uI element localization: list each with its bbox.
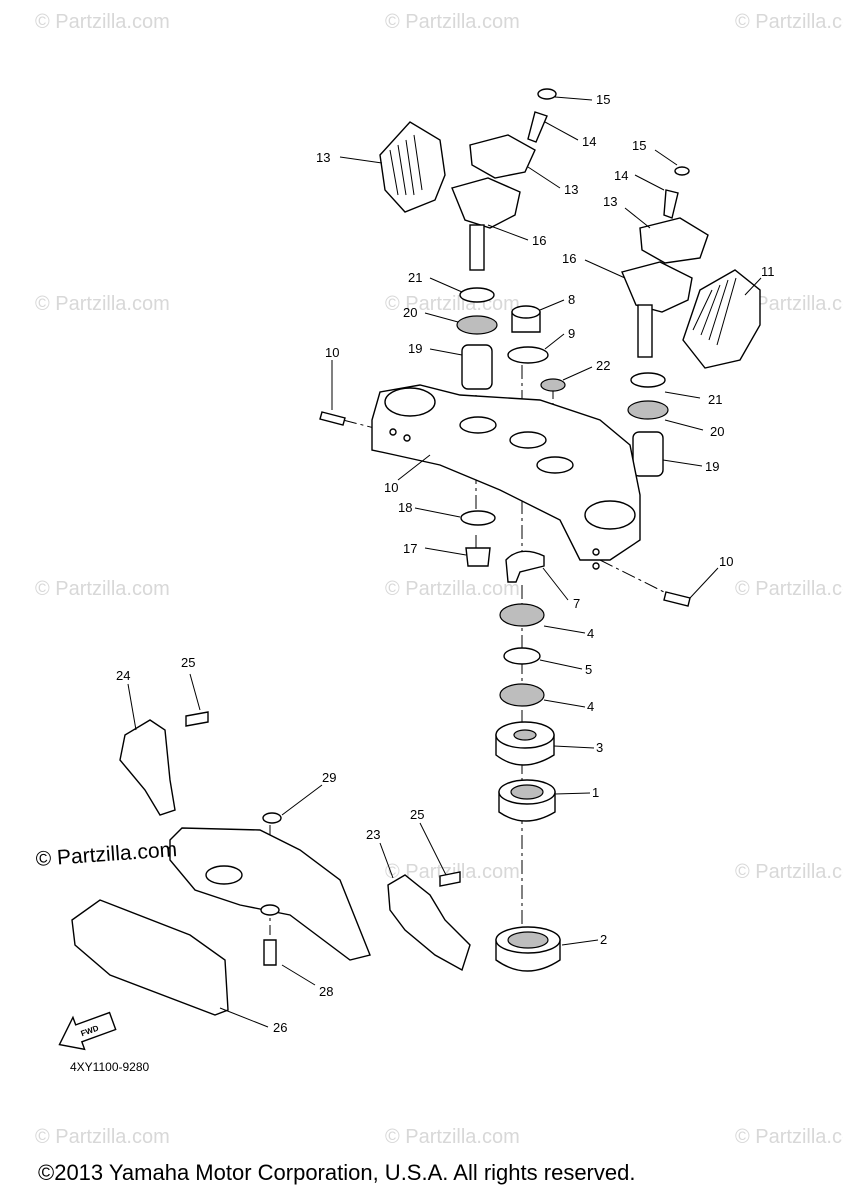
- bracket: [119, 719, 176, 816]
- callout-10: 10: [719, 554, 733, 569]
- bolt: [185, 711, 209, 727]
- callout-14: 14: [614, 168, 628, 183]
- callout-15: 15: [596, 92, 610, 107]
- bolt: [527, 111, 548, 143]
- lock-washer: [505, 550, 545, 583]
- handlebar-upper-holder: [639, 217, 709, 264]
- grommet: [262, 812, 282, 824]
- callout-12: 13: [316, 150, 330, 165]
- handlebar-upper-holder: [469, 134, 536, 179]
- handlebar-lower-holder: [451, 177, 521, 271]
- callout-19: 19: [408, 341, 422, 356]
- watermark: © Partzilla.com: [385, 11, 520, 33]
- forward-arrow: FWD: [58, 1011, 117, 1051]
- watermark: © Partzilla.com: [385, 861, 520, 883]
- callout-1: 1: [592, 785, 599, 800]
- callout-16: 16: [562, 251, 576, 266]
- cap: [537, 88, 557, 100]
- watermark: © Partzilla.com: [385, 1126, 520, 1148]
- watermark: © Partzilla.com: [735, 861, 843, 883]
- watermark: © Partzilla.com: [735, 1126, 843, 1148]
- watermark: © Partzilla.com: [35, 11, 170, 33]
- handlebar-cover-right: [682, 269, 761, 369]
- cap: [674, 166, 690, 176]
- callout-18: 18: [398, 500, 412, 515]
- callout-9: 10: [384, 480, 398, 495]
- washer: [507, 346, 549, 364]
- callout-14: 14: [582, 134, 596, 149]
- bolt: [263, 939, 277, 966]
- callout-24: 24: [116, 668, 130, 683]
- cap: [540, 378, 566, 392]
- pinch-bolt: [319, 411, 346, 426]
- callout-28: 28: [319, 984, 333, 999]
- watermark: © Partzilla.com: [735, 578, 843, 600]
- watermark: © Partzilla.com: [35, 578, 170, 600]
- handlebar-lower-holder: [621, 261, 693, 358]
- callout-22: 22: [596, 358, 610, 373]
- callout-13: 13: [564, 182, 578, 197]
- upper-bracket: [371, 384, 641, 570]
- bushing: [456, 315, 498, 335]
- watermark-layer: © Partzilla.com © Partzilla.com © Partzi…: [35, 11, 843, 1148]
- callout-15: 15: [632, 138, 646, 153]
- callout-4: 4: [587, 699, 594, 714]
- bolt: [439, 871, 461, 887]
- callout-25: 25: [181, 655, 195, 670]
- callout-21: 21: [708, 392, 722, 407]
- washer: [630, 372, 666, 388]
- protector: [71, 899, 229, 1016]
- leader-lines: [127, 96, 762, 1028]
- callout-8: 9: [568, 326, 575, 341]
- watermark: © Partzilla.com: [35, 293, 170, 315]
- damper: [461, 344, 493, 390]
- copyright-notice: ©2013 Yamaha Motor Corporation, U.S.A. A…: [38, 1160, 636, 1185]
- washer: [460, 510, 496, 526]
- watermark: © Partzilla.com: [735, 11, 843, 33]
- callout-4: 4: [587, 626, 594, 641]
- rubber-washer: [503, 647, 541, 665]
- callout-19: 19: [705, 459, 719, 474]
- watermark: © Partzilla.com: [35, 1126, 170, 1148]
- callout-3: 3: [596, 740, 603, 755]
- callout-2: 2: [600, 932, 607, 947]
- damper: [632, 431, 664, 477]
- lower-bearing: [495, 926, 561, 972]
- cover-plate: [169, 827, 371, 961]
- diagram-code: 4XY1100-9280: [70, 1060, 150, 1074]
- bearing-cover: [495, 721, 555, 766]
- callout-6: 7: [573, 596, 580, 611]
- watermark: © Partzilla.com: [735, 293, 843, 315]
- steering-nut-top: [511, 305, 541, 319]
- callout-7: 8: [568, 292, 575, 307]
- callout-23: 23: [366, 827, 380, 842]
- handlebar-cover-left: [379, 121, 446, 213]
- callout-26: 26: [273, 1020, 287, 1035]
- watermark: © Partzilla.com: [385, 578, 520, 600]
- callout-20: 20: [710, 424, 724, 439]
- bolt: [663, 189, 679, 219]
- callout-16: 16: [532, 233, 546, 248]
- bracket: [387, 874, 471, 972]
- callout-5: 5: [585, 662, 592, 677]
- callout-20: 20: [403, 305, 417, 320]
- ring-nut: [499, 683, 545, 707]
- callout-21: 21: [408, 270, 422, 285]
- callout-11: 11: [761, 264, 775, 279]
- nut: [465, 547, 491, 567]
- ring-nut: [499, 603, 545, 627]
- bolt-axis-line: [342, 419, 681, 601]
- washer: [459, 287, 495, 303]
- pinch-bolt: [663, 591, 691, 607]
- callout-29: 29: [322, 770, 336, 785]
- callout-10: 10: [325, 345, 339, 360]
- callout-17: 17: [403, 541, 417, 556]
- callout-13: 13: [603, 194, 617, 209]
- callout-labels: 15 14 13 13 16 15 14 13 16 11 21 20 19 1…: [116, 92, 775, 1035]
- upper-bearing: [498, 779, 556, 822]
- bushing: [627, 400, 669, 420]
- callout-25: 25: [410, 807, 424, 822]
